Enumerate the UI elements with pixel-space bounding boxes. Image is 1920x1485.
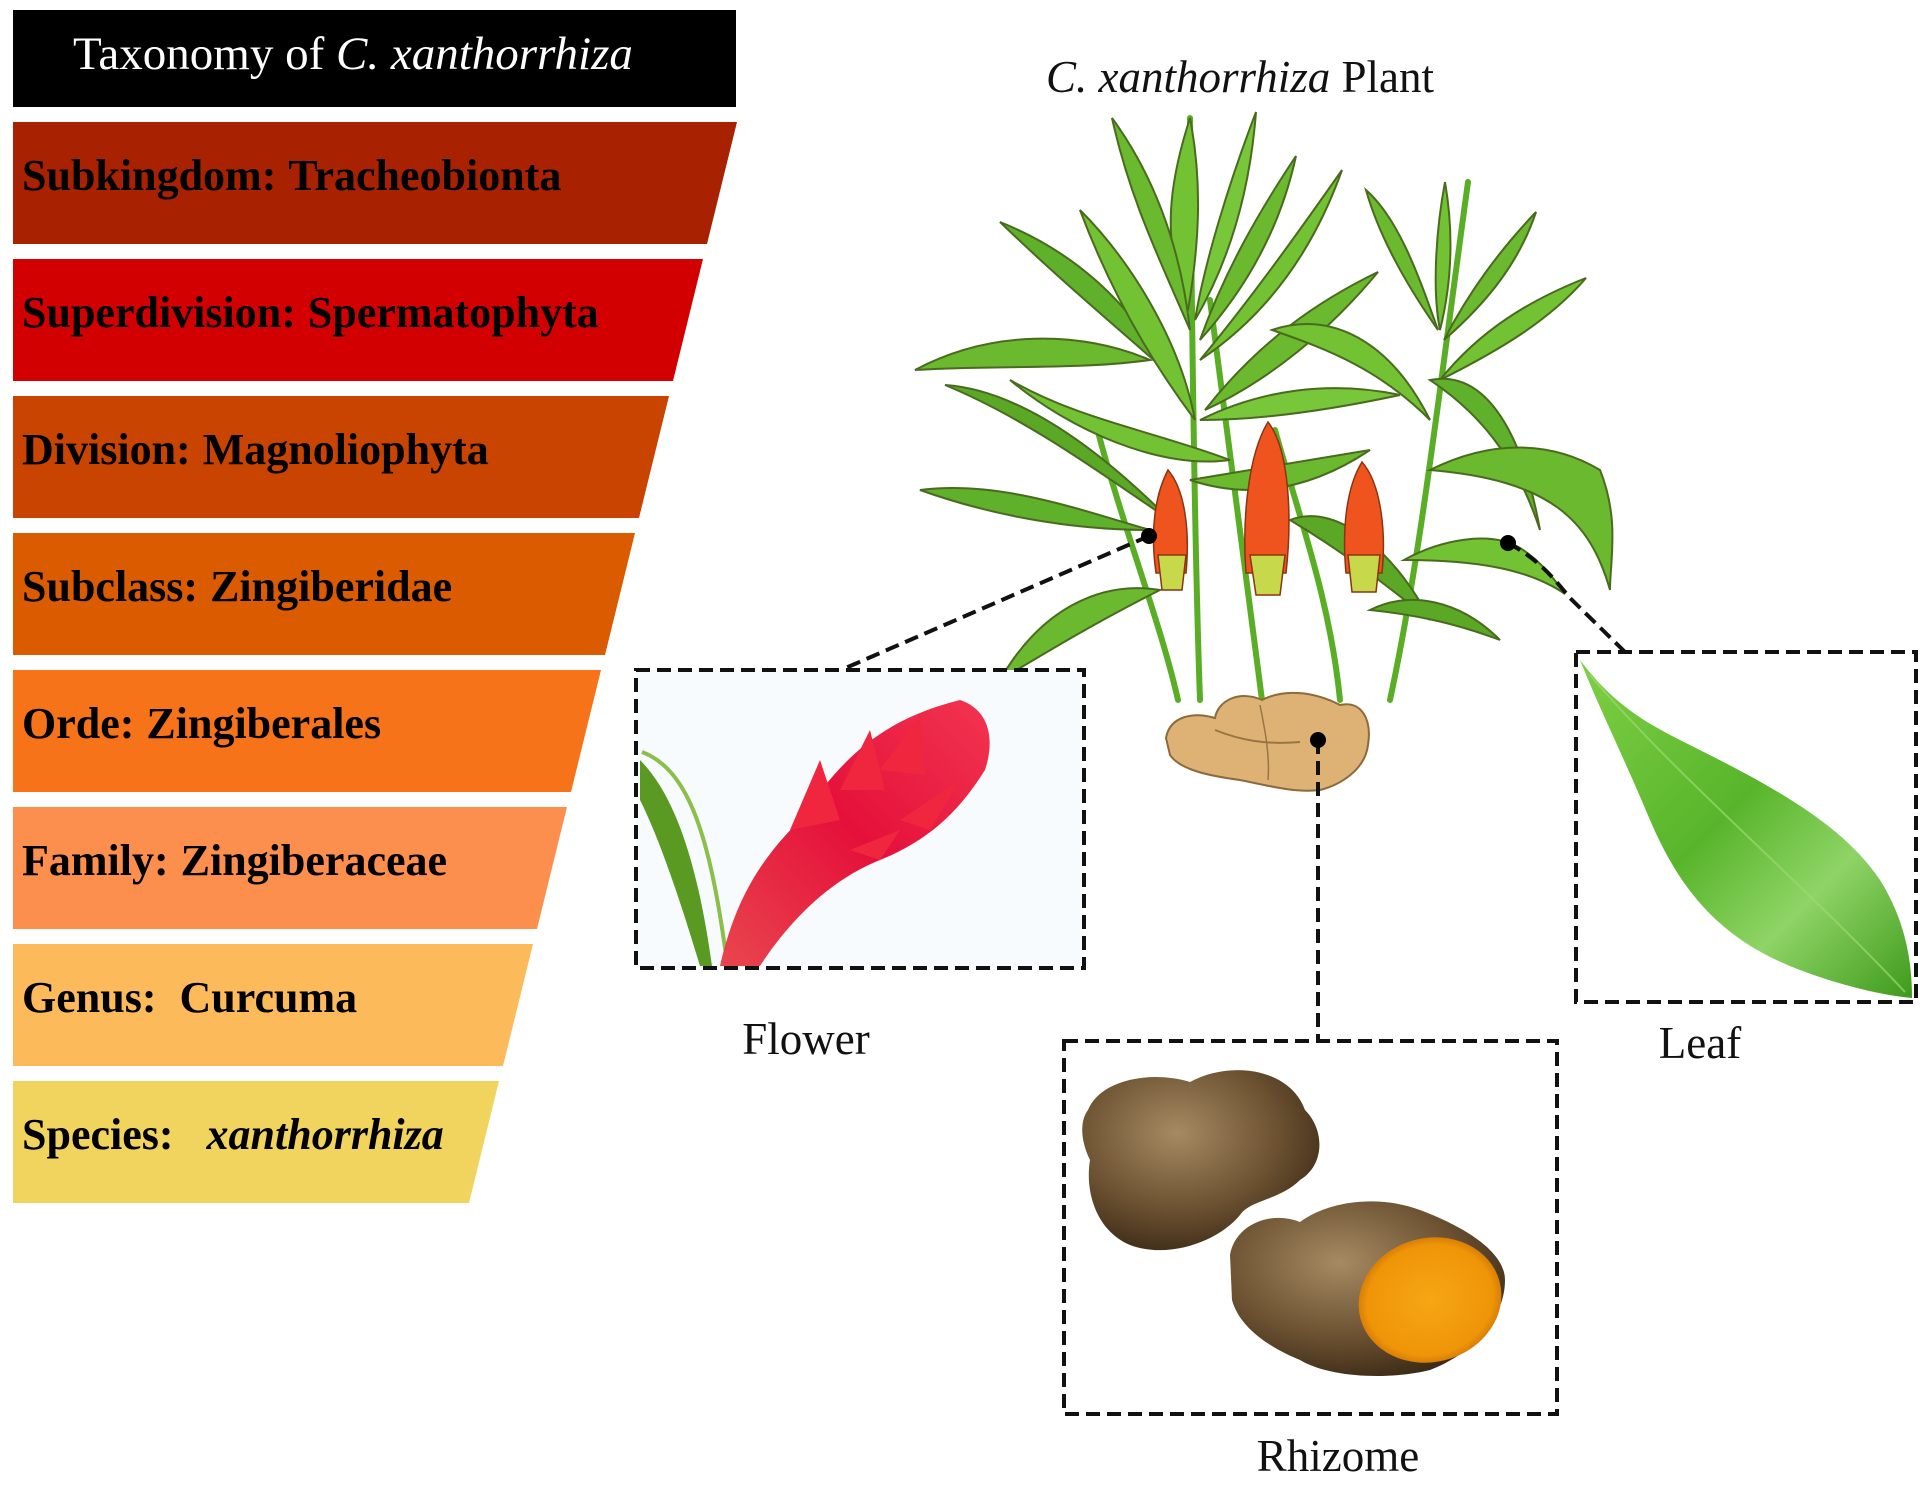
rank-label: Division:Magnoliophyta	[22, 425, 489, 474]
rank-name: Species:	[22, 1110, 185, 1159]
rank-band	[13, 122, 737, 244]
flower-leader-line	[840, 534, 1150, 672]
taxonomy-rank-genus: Genus: Curcuma	[13, 944, 533, 1066]
rank-value: Zingiberidae	[210, 562, 452, 611]
rhizome-marker-dot	[1310, 732, 1326, 748]
rank-band	[13, 807, 567, 929]
rank-value: Tracheobionta	[288, 151, 561, 200]
rank-band	[13, 396, 669, 518]
turmeric-cut-face	[1358, 1237, 1502, 1363]
flower-panel: Flower	[634, 668, 1086, 1064]
header-title: Taxonomy of C. xanthorrhiza	[73, 28, 633, 80]
taxonomy-rank-subclass: Subclass:Zingiberidae	[13, 533, 635, 655]
taxonomy-ranks: Subkingdom:TracheobiontaSuperdivision:Sp…	[13, 122, 737, 1203]
plant-rhizome	[1164, 691, 1370, 792]
rank-label: Subkingdom:Tracheobionta	[22, 151, 561, 200]
leaf-box-border	[1574, 650, 1918, 1004]
taxonomy-rank-superdivision: Superdivision:Spermatophyta	[13, 259, 703, 381]
rank-label: Superdivision:Spermatophyta	[22, 288, 599, 337]
flower-marker-dot	[1141, 528, 1157, 544]
taxonomy-rank-subkingdom: Subkingdom:Tracheobionta	[13, 122, 737, 244]
rank-value: Spermatophyta	[308, 288, 599, 337]
rank-value: Magnoliophyta	[203, 425, 489, 474]
rank-band	[13, 944, 533, 1066]
rhizome-label: Rhizome	[1257, 1431, 1419, 1481]
flower-photo	[640, 700, 990, 966]
flower-cone-middle	[1244, 420, 1290, 574]
rank-name: Division:	[22, 425, 191, 474]
taxonomy-header: Taxonomy of C. xanthorrhiza	[13, 10, 736, 107]
rank-band	[13, 533, 635, 655]
leaf-leader-line	[1507, 541, 1627, 654]
rhizome-box-border	[1062, 1039, 1559, 1416]
header-background	[13, 10, 736, 107]
rank-name: Genus:	[22, 973, 167, 1022]
rank-value: Zingiberales	[146, 699, 381, 748]
plant-flower-cones	[1152, 420, 1385, 596]
rank-value: Zingiberaceae	[181, 836, 447, 885]
flower-box-border	[634, 668, 1086, 970]
leaf-label: Leaf	[1659, 1018, 1741, 1068]
leaf-marker-dot	[1500, 535, 1516, 551]
leaf-photo	[1580, 660, 1912, 998]
rank-name: Subclass:	[22, 562, 198, 611]
rank-name: Subkingdom:	[22, 151, 276, 200]
taxonomy-rank-family: Family:Zingiberaceae	[13, 807, 567, 929]
rhizome-panel: Rhizome	[1062, 1039, 1559, 1481]
taxonomy-rank-orde: Orde:Zingiberales	[13, 670, 601, 792]
plant-leaves	[914, 111, 1614, 683]
plant-illustration	[914, 111, 1614, 792]
taxonomy-rank-species: Species: xanthorrhiza	[13, 1081, 499, 1203]
leader-lines	[840, 528, 1627, 1041]
rank-label: Species: xanthorrhiza	[22, 1110, 444, 1159]
rank-label: Subclass:Zingiberidae	[22, 562, 452, 611]
rank-name: Family:	[22, 836, 169, 885]
flower-label: Flower	[742, 1014, 870, 1064]
taxonomy-rank-division: Division:Magnoliophyta	[13, 396, 669, 518]
rank-value: Curcuma	[179, 973, 357, 1022]
rank-name: Superdivision:	[22, 288, 296, 337]
rhizome-photo	[1082, 1070, 1505, 1376]
rank-band	[13, 670, 601, 792]
rank-value: xanthorrhiza	[206, 1110, 444, 1159]
rank-band	[13, 259, 703, 381]
leaf-panel: Leaf	[1574, 650, 1918, 1068]
rank-label: Orde:Zingiberales	[22, 699, 381, 748]
rank-label: Family:Zingiberaceae	[22, 836, 447, 885]
rank-band	[13, 1081, 499, 1203]
plant-title: C. xanthorrhiza Plant	[1046, 52, 1434, 102]
rank-label: Genus: Curcuma	[22, 973, 357, 1022]
rank-name: Orde:	[22, 699, 134, 748]
